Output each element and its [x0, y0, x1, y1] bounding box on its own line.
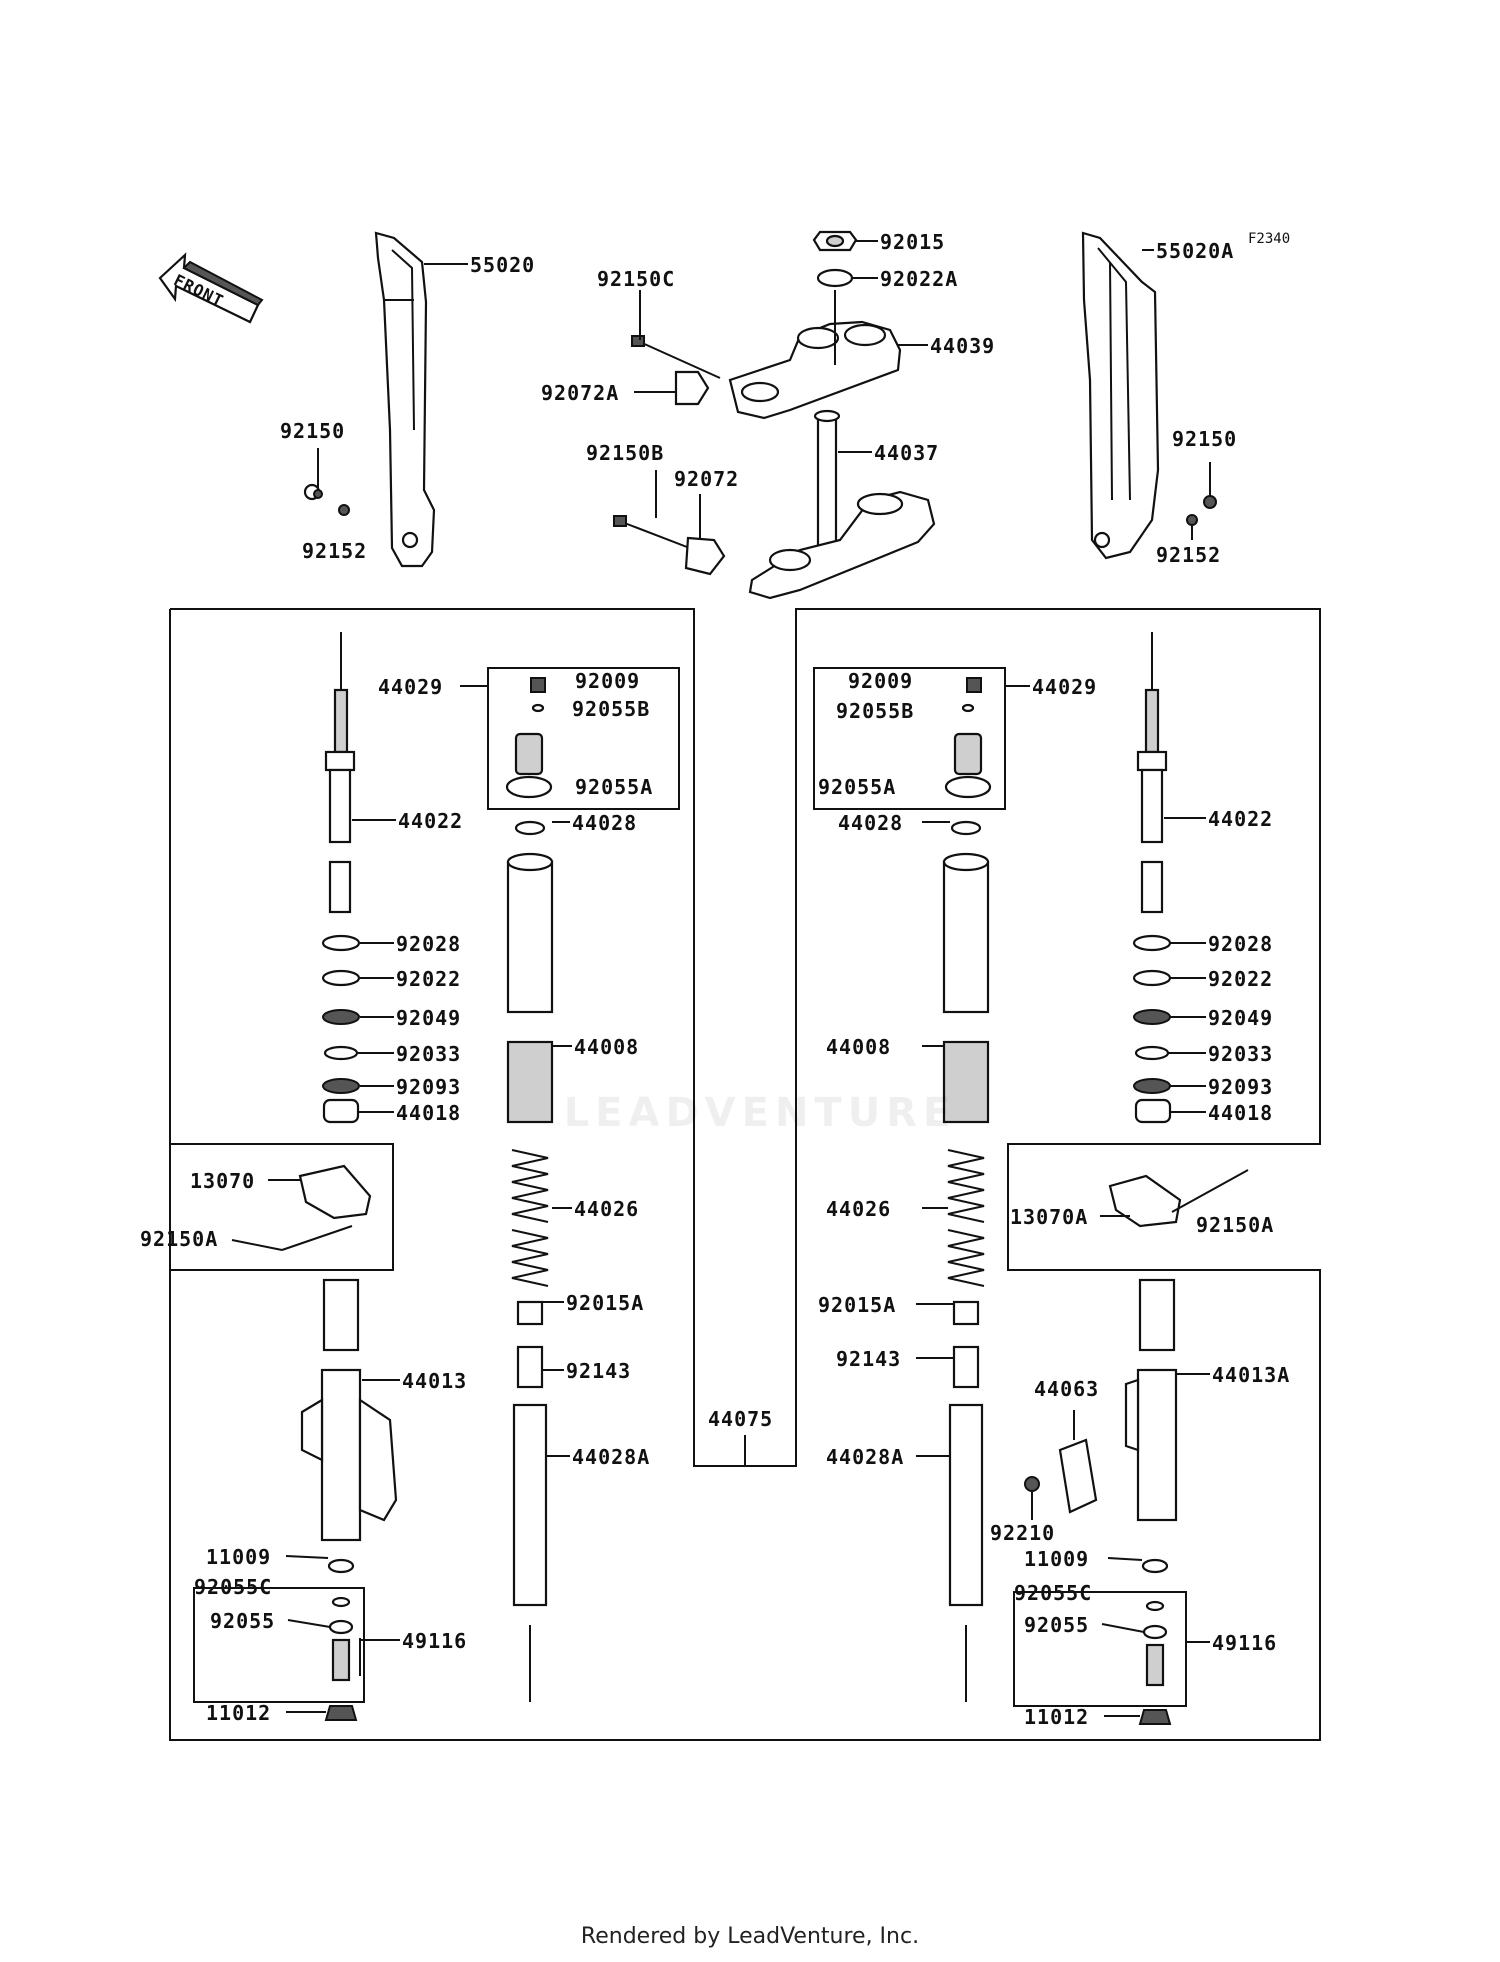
part-label: 92049	[396, 1006, 462, 1030]
part-label: 44022	[1208, 807, 1274, 831]
part-label: 92033	[1208, 1042, 1274, 1066]
part-label: 92093	[396, 1075, 462, 1099]
part-label: 55020	[470, 253, 536, 277]
upper-triple-clamp	[728, 230, 902, 420]
part-label: 92055B	[836, 699, 915, 723]
part-label: 11009	[206, 1545, 272, 1569]
part-label: 92143	[566, 1359, 632, 1383]
part-label: 92015A	[566, 1291, 645, 1315]
part-label: 44039	[930, 334, 996, 358]
part-label: 92055	[210, 1609, 276, 1633]
part-label: 13070A	[1010, 1205, 1089, 1229]
part-label: 92143	[836, 1347, 902, 1371]
part-label: 92009	[848, 669, 914, 693]
part-label: 92028	[1208, 932, 1274, 956]
part-label: 11009	[1024, 1547, 1090, 1571]
diagram-code: F2340	[1248, 231, 1291, 247]
front-arrow-icon	[158, 252, 264, 324]
part-label: 92055A	[818, 775, 897, 799]
part-label: 44018	[1208, 1101, 1274, 1125]
steering-stem-lower-clamp	[748, 409, 936, 600]
part-label: 92022	[1208, 967, 1274, 991]
part-label: 55020A	[1156, 239, 1235, 263]
part-label: 92015	[880, 230, 946, 254]
part-label: 49116	[1212, 1631, 1278, 1655]
part-label: 44008	[826, 1035, 892, 1059]
part-label: 44028A	[572, 1445, 651, 1469]
part-label: 92055	[1024, 1613, 1090, 1637]
footer-credit: Rendered by LeadVenture, Inc.	[580, 1924, 920, 1949]
part-label: 44008	[574, 1035, 640, 1059]
part-label: 11012	[206, 1701, 272, 1725]
part-label: 44028	[838, 811, 904, 835]
part-label: 44018	[396, 1101, 462, 1125]
fork-guard-right	[1081, 231, 1217, 560]
part-label: 92033	[396, 1042, 462, 1066]
part-label: 92152	[1156, 543, 1222, 567]
part-label: 13070	[190, 1169, 256, 1193]
part-label: 92022	[396, 967, 462, 991]
leader-lines	[231, 240, 1211, 1717]
part-label: 92150A	[1196, 1213, 1275, 1237]
part-label: 92210	[990, 1521, 1056, 1545]
part-label: 92055B	[572, 697, 651, 721]
part-label: 44026	[826, 1197, 892, 1221]
part-label: 44075	[708, 1407, 774, 1431]
part-label: 44037	[874, 441, 940, 465]
part-label: 92055C	[194, 1575, 273, 1599]
part-label: 92150B	[586, 441, 665, 465]
part-label: 44028A	[826, 1445, 905, 1469]
left-fork-parts	[281, 632, 554, 1721]
part-label: 92055C	[1014, 1581, 1093, 1605]
part-label: 92028	[396, 932, 462, 956]
part-label: 92150A	[140, 1227, 219, 1251]
part-label: 92022A	[880, 267, 959, 291]
part-label: 49116	[402, 1629, 468, 1653]
part-label: 44029	[378, 675, 444, 699]
part-label: 92072A	[541, 381, 620, 405]
assembly-box-lines	[169, 608, 1321, 1741]
part-label: 11012	[1024, 1705, 1090, 1729]
part-label: 92049	[1208, 1006, 1274, 1030]
part-label: 44022	[398, 809, 464, 833]
part-label: 92009	[575, 669, 641, 693]
part-label: 44013	[402, 1369, 468, 1393]
part-label: 92150	[280, 419, 346, 443]
part-label: 92150C	[597, 267, 676, 291]
part-label: 44028	[572, 811, 638, 835]
right-fork-parts	[942, 632, 1249, 1725]
part-label: 44026	[574, 1197, 640, 1221]
part-label: 92093	[1208, 1075, 1274, 1099]
part-label: 92015A	[818, 1293, 897, 1317]
part-label: 44029	[1032, 675, 1098, 699]
top-bolts	[313, 335, 726, 576]
part-label: 92072	[674, 467, 740, 491]
watermark: LEADVENTURE	[563, 1090, 957, 1136]
part-label: 92055A	[575, 775, 654, 799]
fork-guard-left	[303, 231, 436, 568]
part-label: 92152	[302, 539, 368, 563]
part-label: 92150	[1172, 427, 1238, 451]
part-label: 44063	[1034, 1377, 1100, 1401]
part-label: 44013A	[1212, 1363, 1291, 1387]
